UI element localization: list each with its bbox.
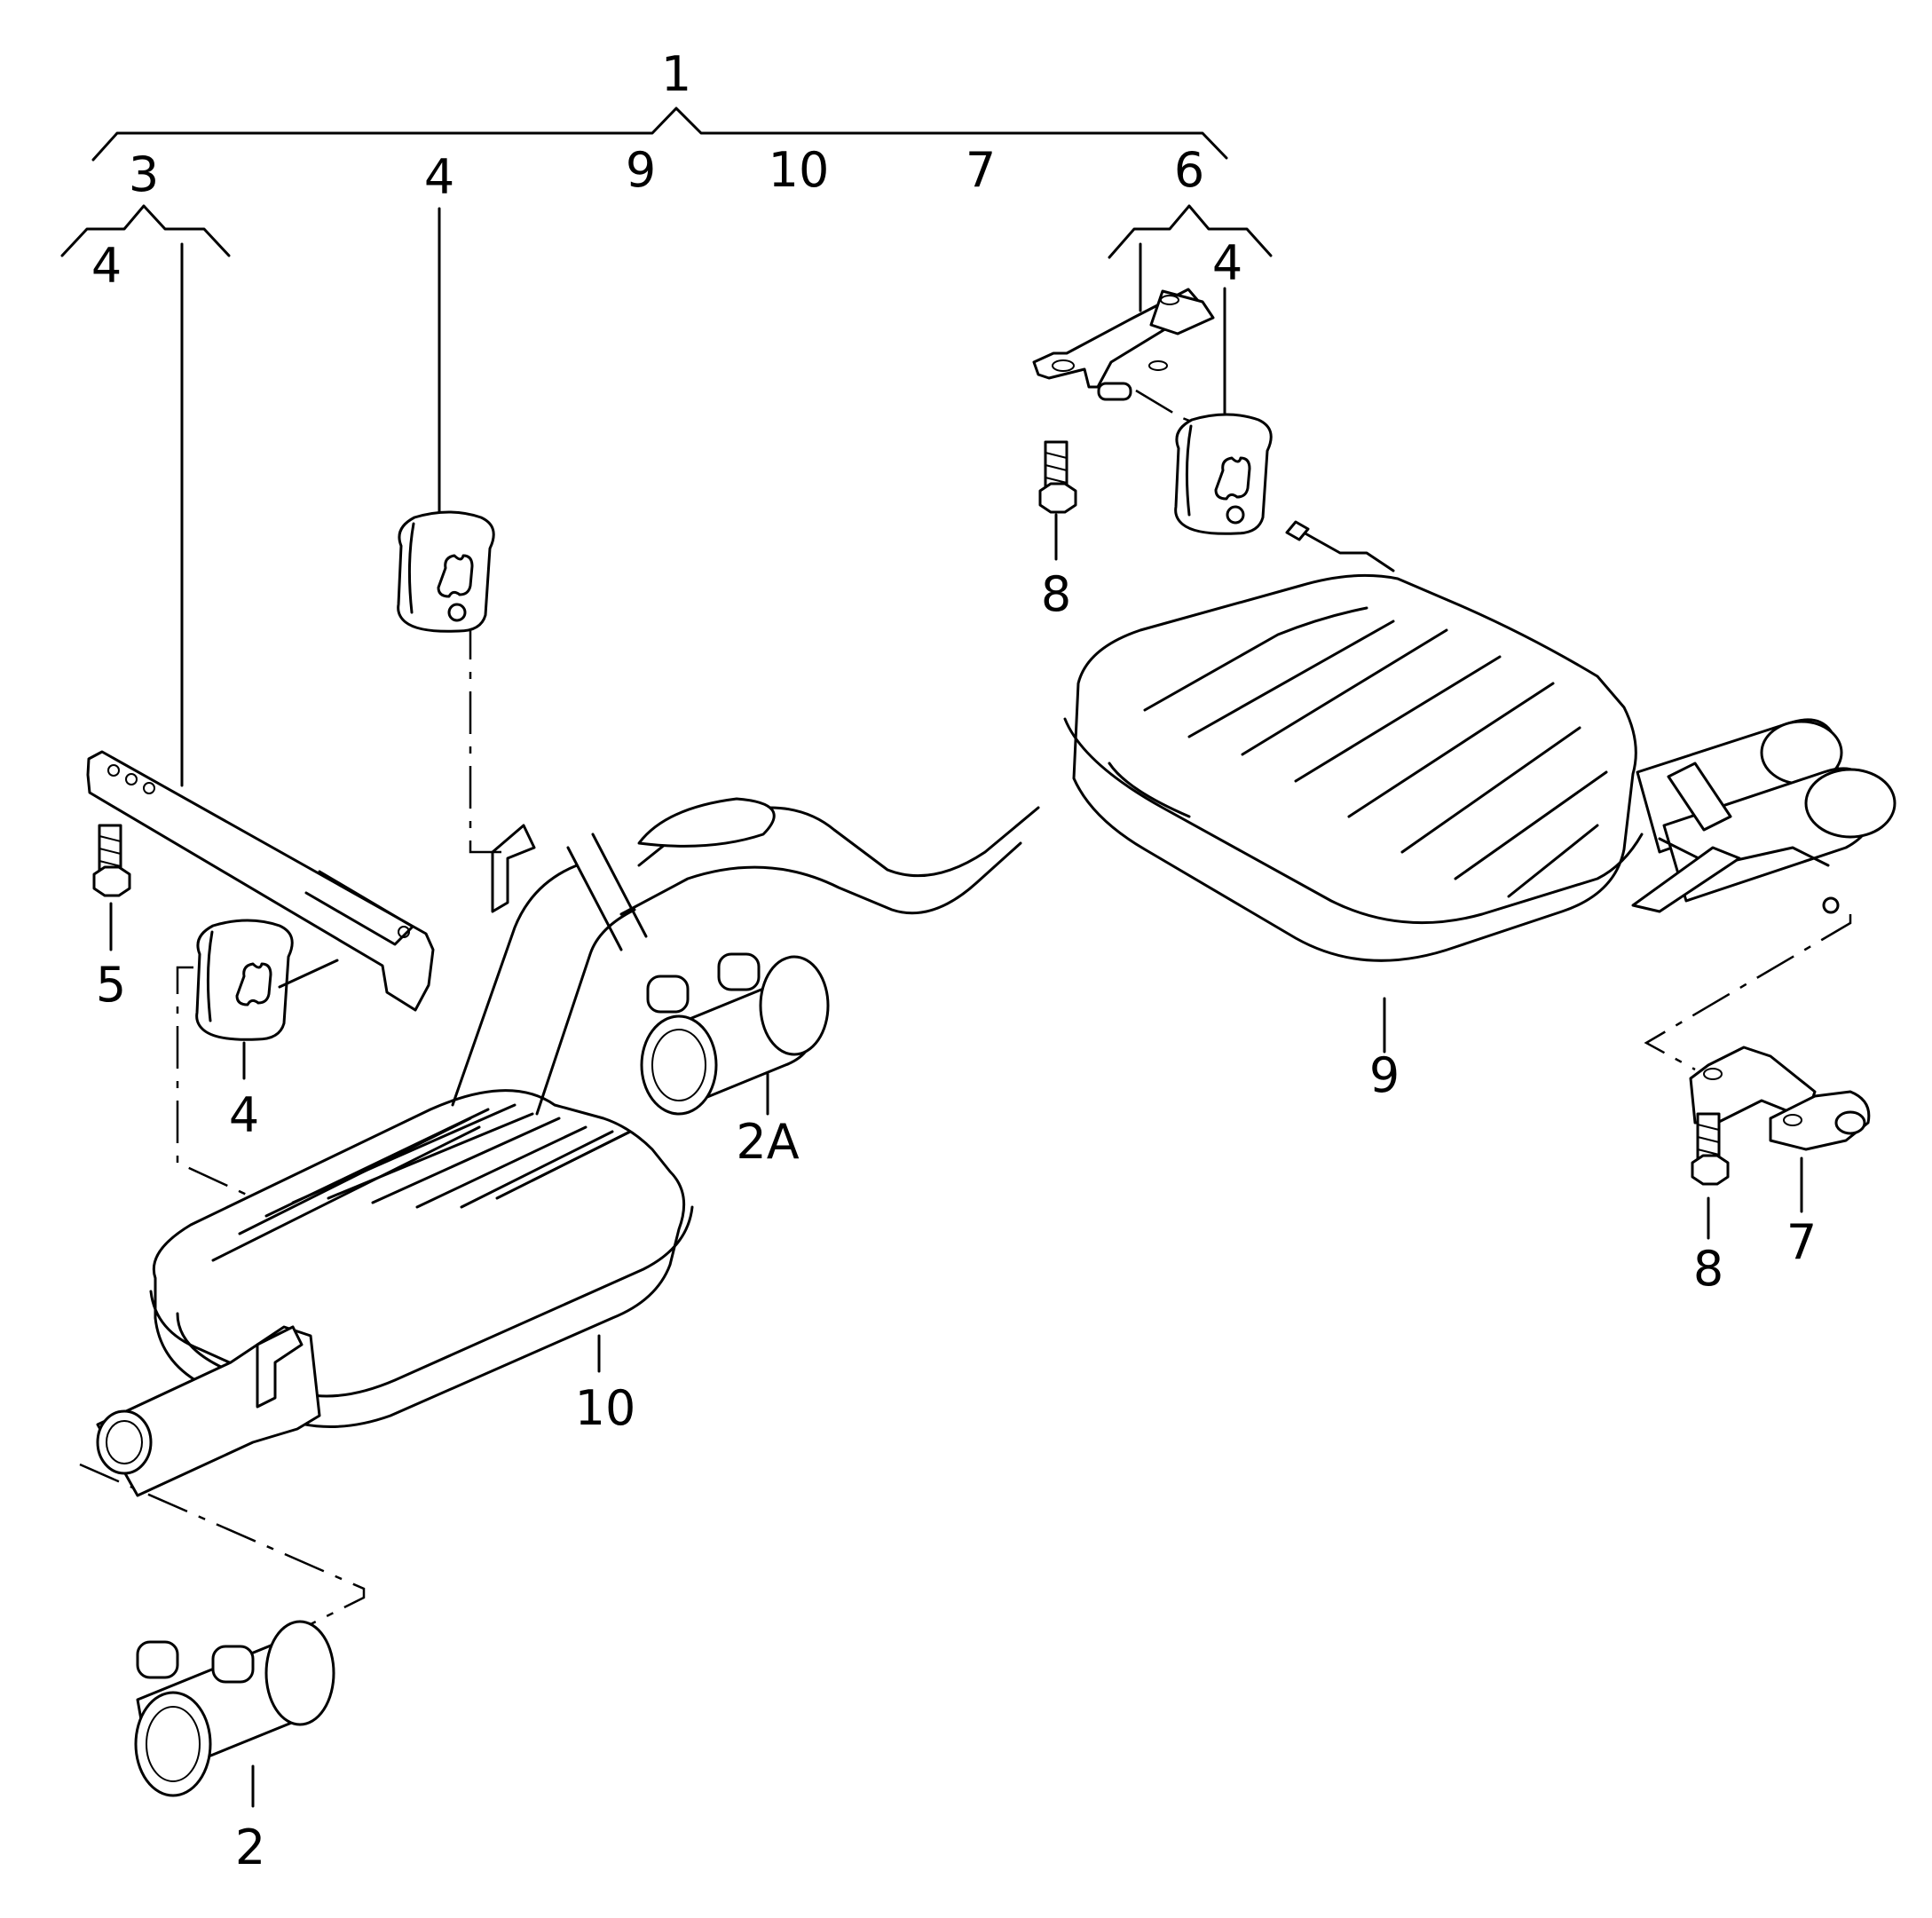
- part-labels: 1 9 10 7 6 3 4 4 4 5 4 8 2A 9 10 2 8 7: [91, 46, 1817, 1875]
- label-2: 2: [235, 1819, 265, 1875]
- label-4-left: 4: [229, 1087, 259, 1143]
- label-7: 7: [1786, 1214, 1817, 1270]
- label-2A: 2A: [736, 1114, 799, 1170]
- bracket-7: [1689, 1046, 1871, 1151]
- rubber-mount-right: [1174, 413, 1273, 535]
- group-1-bracket: [91, 107, 1228, 162]
- rubber-mount-center: [397, 510, 495, 633]
- rear-muffler-9: [1063, 573, 1644, 962]
- label-10: 10: [575, 1380, 636, 1436]
- label-10-top: 10: [769, 142, 830, 198]
- label-4-under-3: 4: [91, 238, 122, 294]
- label-5: 5: [96, 957, 126, 1013]
- bracket-3: [86, 750, 435, 1012]
- group-6-bracket: [1108, 204, 1273, 259]
- label-4-center: 4: [424, 149, 454, 205]
- label-8-bottom: 8: [1693, 1241, 1723, 1297]
- clamp-2: [134, 1620, 335, 1797]
- front-muffler-outlet: [96, 1325, 321, 1497]
- clamp-2A: [640, 952, 830, 1116]
- bolt-8-bottom: [1691, 1112, 1730, 1186]
- label-1: 1: [661, 46, 691, 102]
- label-9: 9: [1369, 1047, 1400, 1103]
- rear-hanger-rod: [1285, 520, 1395, 572]
- label-9-top: 9: [626, 142, 656, 198]
- label-7-top: 7: [966, 142, 996, 198]
- rear-muffler-tailpipes: [1631, 718, 1897, 914]
- intermediate-pipe: [451, 797, 1040, 1116]
- leader-lines: [109, 207, 1803, 1808]
- rubber-mount-left: [195, 919, 339, 1041]
- bolt-8-top: [1038, 440, 1077, 514]
- bracket-6: [1032, 288, 1215, 401]
- bolt-5: [92, 824, 131, 897]
- group-3-bracket: [60, 204, 231, 257]
- label-6: 6: [1174, 142, 1204, 198]
- label-4-under-6: 4: [1212, 235, 1242, 291]
- label-3: 3: [129, 146, 159, 202]
- label-8-top: 8: [1041, 566, 1071, 622]
- assembly-lines: [79, 389, 1852, 1626]
